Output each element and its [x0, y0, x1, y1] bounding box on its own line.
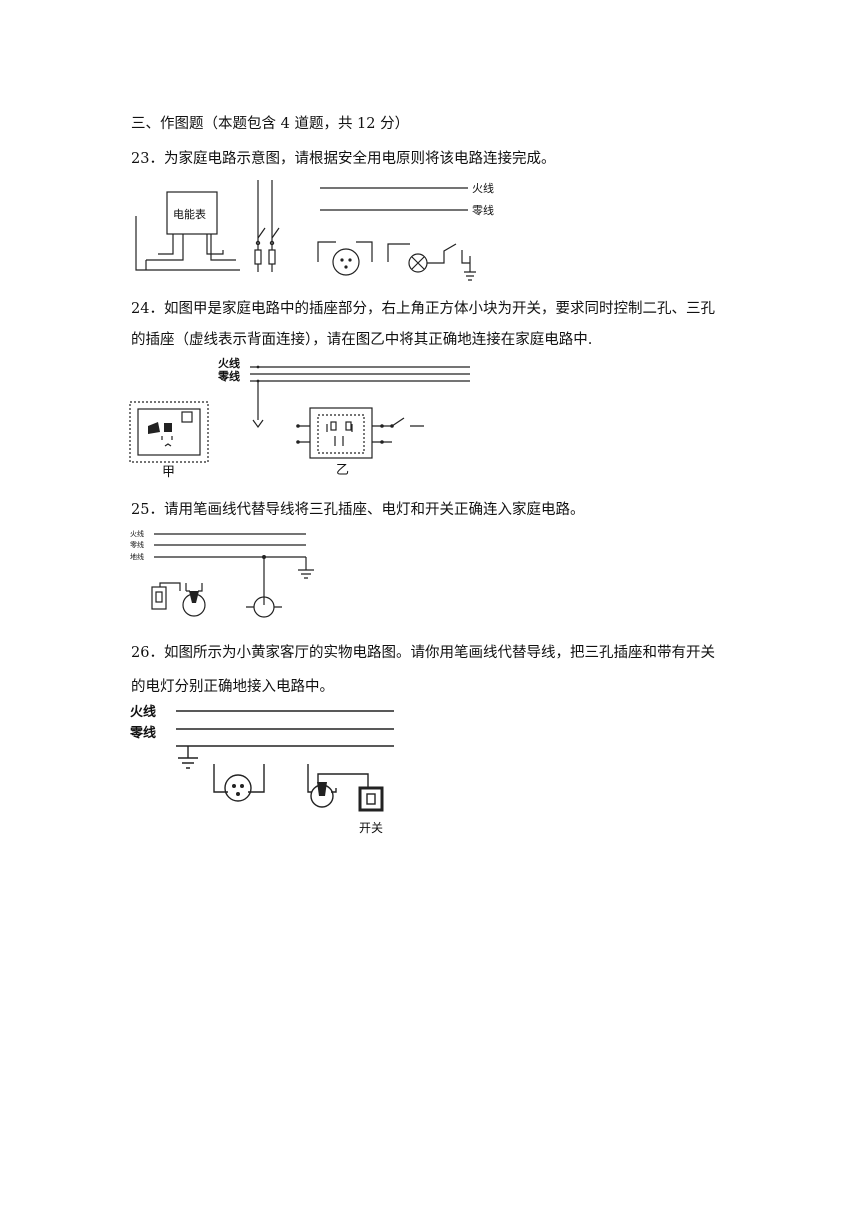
q23-figure: 电能表 火线 零线	[135, 180, 494, 281]
fig-jia-label: 甲	[162, 465, 175, 480]
q24-neutral-label: 零线	[217, 369, 240, 383]
q25-ground-label: 地线	[130, 552, 144, 561]
meter-label: 电能表	[173, 207, 206, 221]
section-heading: 三、作图题（本题包含 4 道题，共 12 分）	[131, 116, 410, 132]
fig-yi-label: 乙	[336, 463, 349, 478]
q25-text: 25．请用笔画线代替导线将三孔插座、电灯和开关正确连入家庭电路。	[131, 502, 585, 518]
q26-text-line1: 26．如图所示为小黄家客厅的实物电路图。请你用笔画线代替导线，把三孔插座和带有开…	[131, 645, 715, 661]
switch-label: 开关	[359, 821, 383, 835]
q25-live-label: 火线	[130, 529, 144, 538]
q24-text-line1: 24．如图甲是家庭电路中的插座部分，右上角正方体小块为开关，要求同时控制二孔、三…	[131, 301, 715, 317]
q25-neutral-label: 零线	[130, 540, 144, 549]
q24-text-line2: 的插座（虚线表示背面连接），请在图乙中将其正确地连接在家庭电路中.	[131, 332, 593, 348]
q25-figure: 火线 零线 地线	[130, 529, 314, 618]
q23-text: 23．为家庭电路示意图，请根据安全用电原则将该电路连接完成。	[131, 151, 556, 167]
q24-figure: 火线 零线 甲 乙	[129, 356, 470, 480]
q24-live-label: 火线	[218, 356, 240, 370]
q26-neutral-label: 零线	[129, 725, 156, 741]
q26-text-line2: 的电灯分别正确地接入电路中。	[131, 679, 334, 695]
q23-live-label: 火线	[472, 181, 494, 195]
q23-neutral-label: 零线	[472, 203, 494, 217]
q26-live-label: 火线	[130, 704, 156, 720]
q26-figure: 火线 零线 开关	[129, 704, 394, 835]
